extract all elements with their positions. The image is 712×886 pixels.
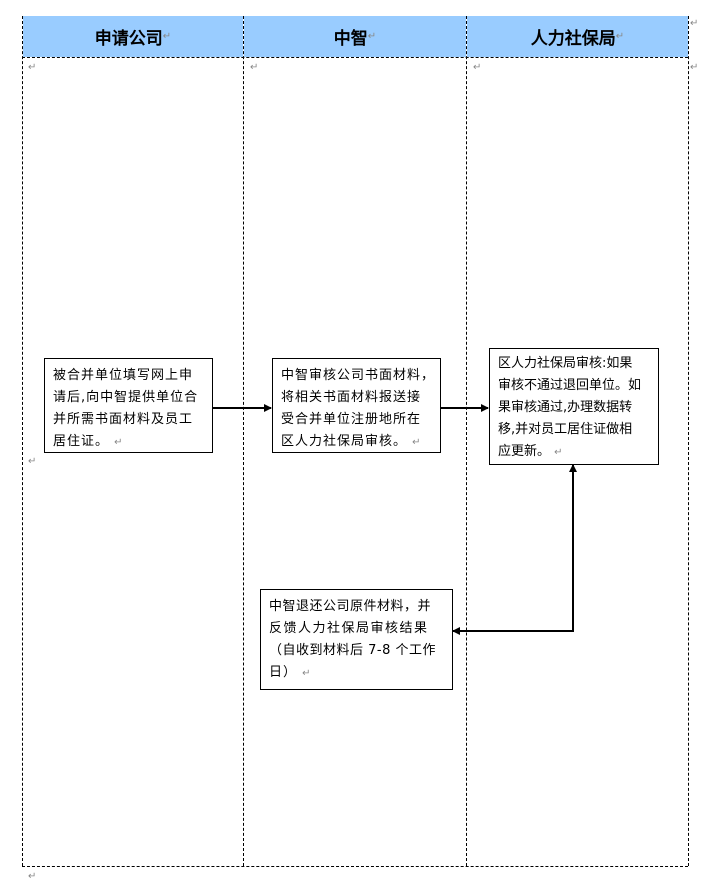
box-text-line: 中智退还公司原件材料，并 [269,599,432,614]
header-bottom-border [22,57,688,58]
box-text-line: 被合并单位填写网上申 [53,368,194,383]
box-text-line: 请后,向中智提供单位合 [53,390,199,405]
column-divider-2 [466,16,467,866]
paragraph-mark: ↵ [615,31,625,42]
column-header-zhongzhi: 中智↵ [244,16,466,57]
paragraph-mark: ↵ [250,62,259,73]
table-left-border [22,16,23,866]
column-header-label: 人力社保局 [530,29,616,49]
box-text-line: 日） ↵ [269,662,444,685]
step-bureau-review: 区人力社保局审核:如果 审核不通过退回单位。如 果审核通过,办理数据转 移,并对… [489,348,659,465]
box-text-line: （自收到材料后 7-8 个工作 [269,643,436,658]
paragraph-mark: ↵ [412,437,422,448]
arrow-bureau-to-return [452,472,574,635]
box-text-line: 区人力社保局审核。 ↵ [281,431,432,454]
column-header-label: 申请公司 [94,29,163,49]
paragraph-mark: ↵ [28,871,37,882]
paragraph-mark: ↵ [690,62,699,73]
box-text-line: 应更新。 ↵ [498,441,650,464]
box-text: 应更新。 [498,444,551,459]
column-header-company: 申请公司↵ [23,16,243,57]
column-header-label: 中智 [333,29,368,49]
paragraph-mark: ↵ [302,668,312,679]
box-text: 日） [269,665,298,680]
table-bottom-border [22,866,688,867]
box-text: 居住证。 [53,434,110,449]
step-zhongzhi-return: 中智退还公司原件材料，并 反馈人力社保局审核结果 （自收到材料后 7-8 个工作… [260,589,453,690]
box-text-line: 审核不通过退回单位。如 [498,378,642,393]
column-divider-1 [243,16,244,866]
paragraph-mark: ↵ [28,456,37,467]
box-text-line: 并所需书面材料及员工 [53,412,194,427]
step-zhongzhi-review: 中智审核公司书面材料， 将相关书面材料报送接 受合并单位注册地所在 区人力社保局… [272,358,441,453]
box-text-line: 移,并对员工居住证做相 [498,422,633,437]
box-text-line: 区人力社保局审核:如果 [498,356,633,371]
box-text: 区人力社保局审核。 [281,434,408,449]
box-text-line: 果审核通过,办理数据转 [498,400,633,415]
table-right-border [688,16,689,866]
box-text-line: 将相关书面材料报送接 [281,390,422,405]
paragraph-mark: ↵ [114,437,124,448]
step-company-apply: 被合并单位填写网上申 请后,向中智提供单位合 并所需书面材料及员工 居住证。 ↵ [44,358,213,453]
column-header-bureau: 人力社保局↵ [467,16,688,57]
paragraph-mark: ↵ [554,447,563,458]
box-text-line: 受合并单位注册地所在 [281,412,422,427]
paragraph-mark: ↵ [28,62,37,73]
box-text-line: 居住证。 ↵ [53,431,204,454]
box-text-line: 反馈人力社保局审核结果 [269,621,429,636]
paragraph-mark: ↵ [367,31,377,42]
box-text-line: 中智审核公司书面材料， [281,368,436,383]
paragraph-mark: ↵ [473,62,482,73]
paragraph-mark: ↵ [690,18,699,29]
paragraph-mark: ↵ [162,31,172,42]
